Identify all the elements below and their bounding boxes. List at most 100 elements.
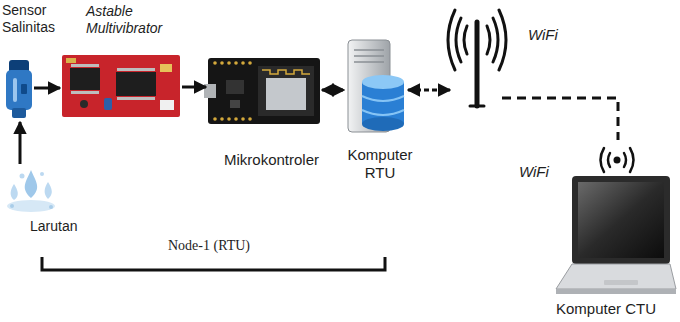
circuit-board-part <box>160 64 172 72</box>
circuit-board-part <box>66 58 76 63</box>
wireless-symbol-part <box>630 148 634 172</box>
microcontroller-icon-part <box>266 78 306 110</box>
microcontroller-icon-part <box>208 58 320 124</box>
water-splash <box>7 170 55 212</box>
ctu-laptop: WiFiKomputer CTU <box>554 142 678 296</box>
circuit-board-part <box>80 100 88 108</box>
node-label: Komputer CTU <box>556 300 676 318</box>
wireless-link <box>502 98 618 140</box>
signal-arrow <box>19 122 22 164</box>
group-label: Node-1 (RTU) <box>168 237 298 254</box>
microcontroller-icon-part <box>241 61 245 65</box>
node-label: Astable Multivibrator <box>86 3 190 37</box>
signal-arrow <box>34 87 60 90</box>
server-icon-part <box>362 110 404 115</box>
antenna-tower-part <box>475 22 480 106</box>
circuit-board-part <box>62 55 180 117</box>
circuit-board-part <box>71 64 99 67</box>
wireless-symbol-part <box>601 148 605 172</box>
water-splash-part <box>45 182 52 199</box>
circuit-board-part <box>116 72 156 96</box>
node-label: WiFi <box>528 26 578 44</box>
server-icon <box>348 40 404 132</box>
water-splash-part <box>11 184 18 200</box>
microcontroller-icon-part <box>227 117 231 121</box>
wifi-tower: WiFi <box>452 4 502 110</box>
antenna-tower-part <box>470 105 484 108</box>
microcontroller-icon-part <box>213 117 217 121</box>
sensor-icon-part <box>13 78 17 102</box>
circuit-board <box>62 55 180 117</box>
circuit-board-part <box>104 98 112 110</box>
node-label: Mikrokontroler <box>224 151 354 169</box>
water-splash-part <box>7 200 55 212</box>
signal-arrow <box>182 86 206 89</box>
node-label: Sensor Salinitas <box>2 2 66 36</box>
laptop-icon-part <box>572 176 670 264</box>
solution-source: Larutan <box>8 166 56 214</box>
sensor-icon-part <box>12 108 26 118</box>
wireless-symbol-part <box>624 153 626 167</box>
antenna-tower-part <box>493 18 498 62</box>
circuit-board-part <box>160 100 174 110</box>
node-label: WiFi <box>519 163 559 181</box>
group-bracket <box>42 257 385 270</box>
server-icon-part <box>354 49 384 51</box>
server-icon-part <box>362 117 404 131</box>
water-splash-part <box>25 170 37 198</box>
circuit-board-part <box>117 97 155 100</box>
microcontroller-icon <box>204 58 320 124</box>
microcontroller-icon-part <box>241 117 245 121</box>
antenna-tower-part <box>487 26 490 54</box>
node-label: Larutan <box>30 218 100 235</box>
laptop-icon-part <box>604 280 638 285</box>
server-icon-part <box>354 55 384 57</box>
circuit-board-part <box>70 68 100 90</box>
microcontroller-icon-part <box>227 61 231 65</box>
water-splash-part <box>40 172 44 176</box>
antenna-tower-part <box>456 18 461 62</box>
signal-arrow <box>322 89 344 92</box>
sensor-icon <box>6 60 32 118</box>
water-splash-part <box>20 174 25 179</box>
laptop-icon-part <box>578 182 664 258</box>
water-splash-part <box>10 204 14 208</box>
microcontroller-icon-part <box>262 70 310 74</box>
server-icon-part <box>354 61 384 63</box>
microcontroller-icon-part <box>248 117 252 121</box>
antenna-tower-part <box>499 10 506 70</box>
sensor-icon-part <box>21 84 27 94</box>
microcontroller-icon-part <box>248 61 252 65</box>
laptop-icon <box>556 176 676 294</box>
microcontroller-board: Mikrokontroler <box>208 58 320 124</box>
antenna-tower <box>448 10 506 106</box>
circuit-board-part <box>117 68 155 71</box>
circuit-board-part <box>71 91 99 94</box>
microcontroller-icon-part <box>258 66 314 116</box>
microcontroller-icon-part <box>230 100 240 108</box>
rtu-computer: Komputer RTU <box>346 38 406 136</box>
laptop-icon-part <box>556 264 676 289</box>
water-splash-part <box>49 205 53 209</box>
wireless-symbol-part <box>608 153 610 167</box>
wireless-symbol <box>601 148 634 172</box>
microcontroller-icon-part <box>234 61 238 65</box>
microcontroller-icon-part <box>234 117 238 121</box>
wireless-symbol-part <box>614 157 621 164</box>
server-icon-part <box>362 75 404 89</box>
salinity-sensor: Sensor Salinitas <box>4 58 32 120</box>
microcontroller-icon-part <box>226 80 244 94</box>
microcontroller-icon-part <box>220 117 224 121</box>
astable-board: Astable Multivibrator <box>62 55 180 117</box>
microcontroller-icon-part <box>220 61 224 65</box>
signal-arrow <box>408 89 450 92</box>
sensor-icon-part <box>6 70 32 110</box>
server-icon-part <box>362 96 404 101</box>
antenna-tower-part <box>464 26 467 54</box>
node-label: Komputer RTU <box>340 146 420 182</box>
microcontroller-icon-part <box>213 61 217 65</box>
antenna-tower-part <box>448 10 455 70</box>
